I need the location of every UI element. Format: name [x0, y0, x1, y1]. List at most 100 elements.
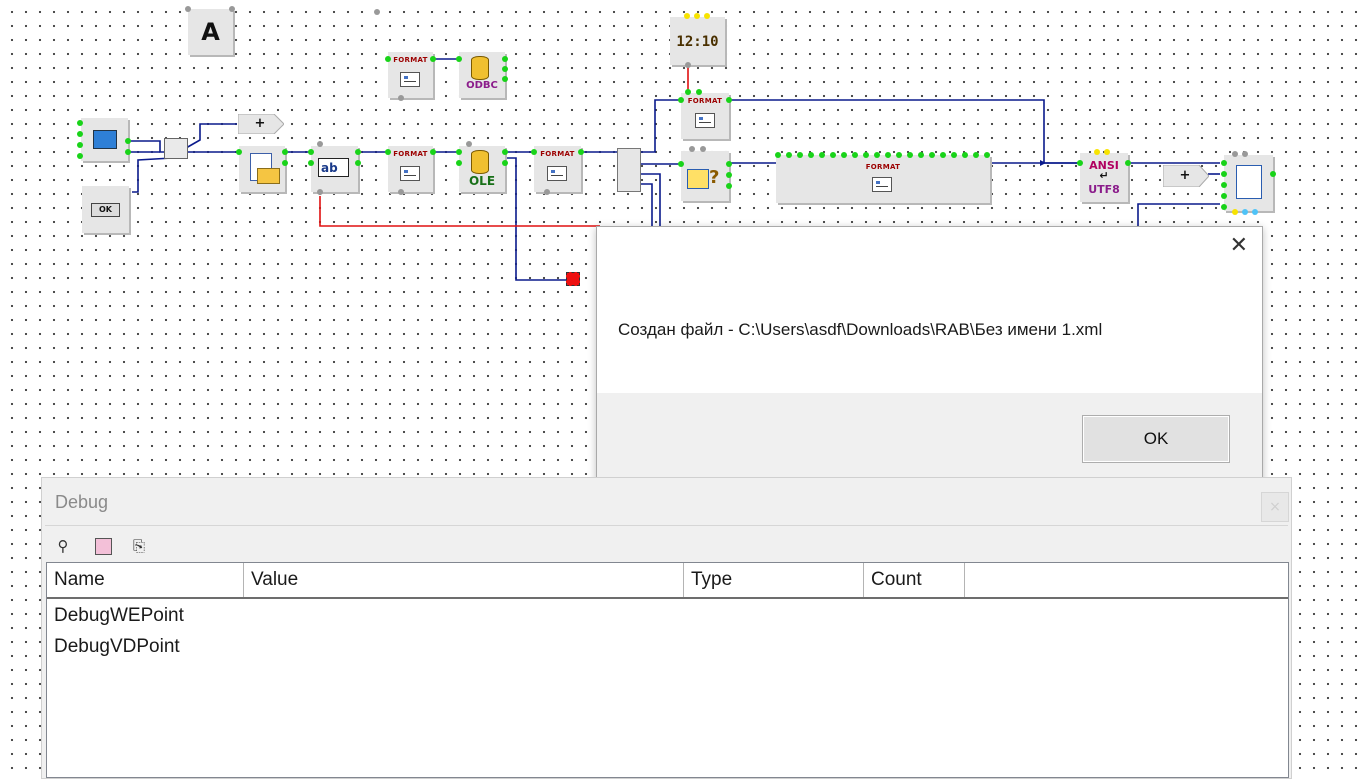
- window-icon: [93, 130, 117, 149]
- pin[interactable]: [456, 149, 462, 155]
- pin[interactable]: [282, 149, 288, 155]
- pin[interactable]: [398, 95, 404, 101]
- format-component[interactable]: FORMAT: [534, 146, 581, 192]
- pin[interactable]: [1077, 160, 1083, 166]
- format-component[interactable]: FORMAT: [388, 146, 433, 192]
- pin[interactable]: [502, 76, 508, 82]
- button-component[interactable]: OK: [82, 186, 129, 233]
- pin[interactable]: [308, 160, 314, 166]
- pin[interactable]: [1270, 171, 1276, 177]
- timer-component[interactable]: 12:10: [670, 17, 725, 65]
- format-component[interactable]: FORMAT: [388, 52, 433, 98]
- ok-button[interactable]: OK: [1082, 415, 1230, 463]
- pin[interactable]: [317, 189, 323, 195]
- pin[interactable]: [696, 89, 702, 95]
- wide-format-component[interactable]: FORMAT: [776, 155, 990, 203]
- pin[interactable]: [1125, 160, 1131, 166]
- pin[interactable]: [502, 149, 508, 155]
- pin[interactable]: [1232, 151, 1238, 157]
- list-item[interactable]: DebugWEPoint: [54, 605, 184, 626]
- pin[interactable]: [578, 149, 584, 155]
- pin[interactable]: [385, 56, 391, 62]
- pin[interactable]: [685, 62, 691, 68]
- pin[interactable]: [229, 6, 235, 12]
- pin[interactable]: [502, 56, 508, 62]
- pin[interactable]: [236, 149, 242, 155]
- splitter-component[interactable]: [617, 148, 641, 192]
- odbc-component[interactable]: ODBC: [459, 52, 505, 98]
- pin[interactable]: [430, 56, 436, 62]
- pin[interactable]: [1094, 149, 1100, 155]
- pin[interactable]: [678, 97, 684, 103]
- column-type[interactable]: Type: [684, 563, 864, 597]
- pin[interactable]: [317, 141, 323, 147]
- pin[interactable]: [385, 149, 391, 155]
- debug-list[interactable]: Name Value Type Count DebugWEPoint Debug…: [46, 562, 1289, 778]
- pin[interactable]: [502, 66, 508, 72]
- memo-component[interactable]: [1224, 155, 1273, 211]
- debug-close-button[interactable]: ×: [1261, 492, 1289, 522]
- pin[interactable]: [466, 141, 472, 147]
- ole-component[interactable]: OLE: [459, 146, 505, 192]
- pin[interactable]: [544, 189, 550, 195]
- form-component[interactable]: [81, 118, 128, 161]
- copy-icon[interactable]: ⎘: [132, 537, 145, 555]
- pin[interactable]: [700, 146, 706, 152]
- pin[interactable]: [355, 160, 361, 166]
- edit-component[interactable]: ab: [311, 146, 358, 192]
- edit-image-icon[interactable]: [93, 536, 113, 556]
- pin[interactable]: [502, 160, 508, 166]
- pin[interactable]: [694, 13, 700, 19]
- probe-icon[interactable]: ⚲: [57, 537, 69, 555]
- pin[interactable]: [531, 149, 537, 155]
- pin[interactable]: [1242, 151, 1248, 157]
- pin[interactable]: [77, 120, 83, 126]
- pin[interactable]: [77, 153, 83, 159]
- pin[interactable]: [726, 183, 732, 189]
- pin[interactable]: [1221, 204, 1227, 210]
- plus-arrow-component[interactable]: [1163, 165, 1209, 187]
- pin[interactable]: [1221, 160, 1227, 166]
- ansi-utf8-component[interactable]: ANSI ↵ UTF8: [1080, 153, 1128, 202]
- pin[interactable]: [1221, 193, 1227, 199]
- pin[interactable]: [685, 89, 691, 95]
- pin[interactable]: [726, 161, 732, 167]
- format-component[interactable]: FORMAT: [681, 93, 729, 139]
- close-icon[interactable]: ✕: [1229, 233, 1248, 258]
- list-item[interactable]: DebugVDPoint: [54, 636, 180, 657]
- pin[interactable]: [282, 160, 288, 166]
- pin[interactable]: [1232, 209, 1238, 215]
- pin[interactable]: [125, 149, 131, 155]
- pin[interactable]: [726, 172, 732, 178]
- pin[interactable]: [77, 142, 83, 148]
- hub-component[interactable]: [164, 138, 188, 159]
- stop-point[interactable]: [566, 272, 580, 286]
- pin[interactable]: [704, 13, 710, 19]
- pin[interactable]: [430, 149, 436, 155]
- column-value[interactable]: Value: [244, 563, 684, 597]
- font-component[interactable]: A: [188, 9, 380, 55]
- pin[interactable]: [308, 149, 314, 155]
- pin[interactable]: [678, 161, 684, 167]
- pin[interactable]: [1104, 149, 1110, 155]
- pin[interactable]: [1242, 209, 1248, 215]
- column-name[interactable]: Name: [47, 563, 244, 597]
- pin[interactable]: [456, 56, 462, 62]
- pin[interactable]: [1221, 182, 1227, 188]
- pin[interactable]: [398, 189, 404, 195]
- plus-arrow-component[interactable]: [238, 114, 284, 134]
- pin[interactable]: [456, 160, 462, 166]
- pin[interactable]: [1252, 209, 1258, 215]
- pin[interactable]: [684, 13, 690, 19]
- column-count[interactable]: Count: [864, 563, 965, 597]
- pin[interactable]: [1221, 171, 1227, 177]
- file-open-component[interactable]: [239, 146, 285, 192]
- pin[interactable]: [185, 6, 191, 12]
- pin[interactable]: [125, 138, 131, 144]
- pin[interactable]: [355, 149, 361, 155]
- query-component[interactable]: ?: [681, 151, 729, 201]
- pin[interactable]: [689, 146, 695, 152]
- pin[interactable]: [726, 97, 732, 103]
- pin[interactable]: [77, 131, 83, 137]
